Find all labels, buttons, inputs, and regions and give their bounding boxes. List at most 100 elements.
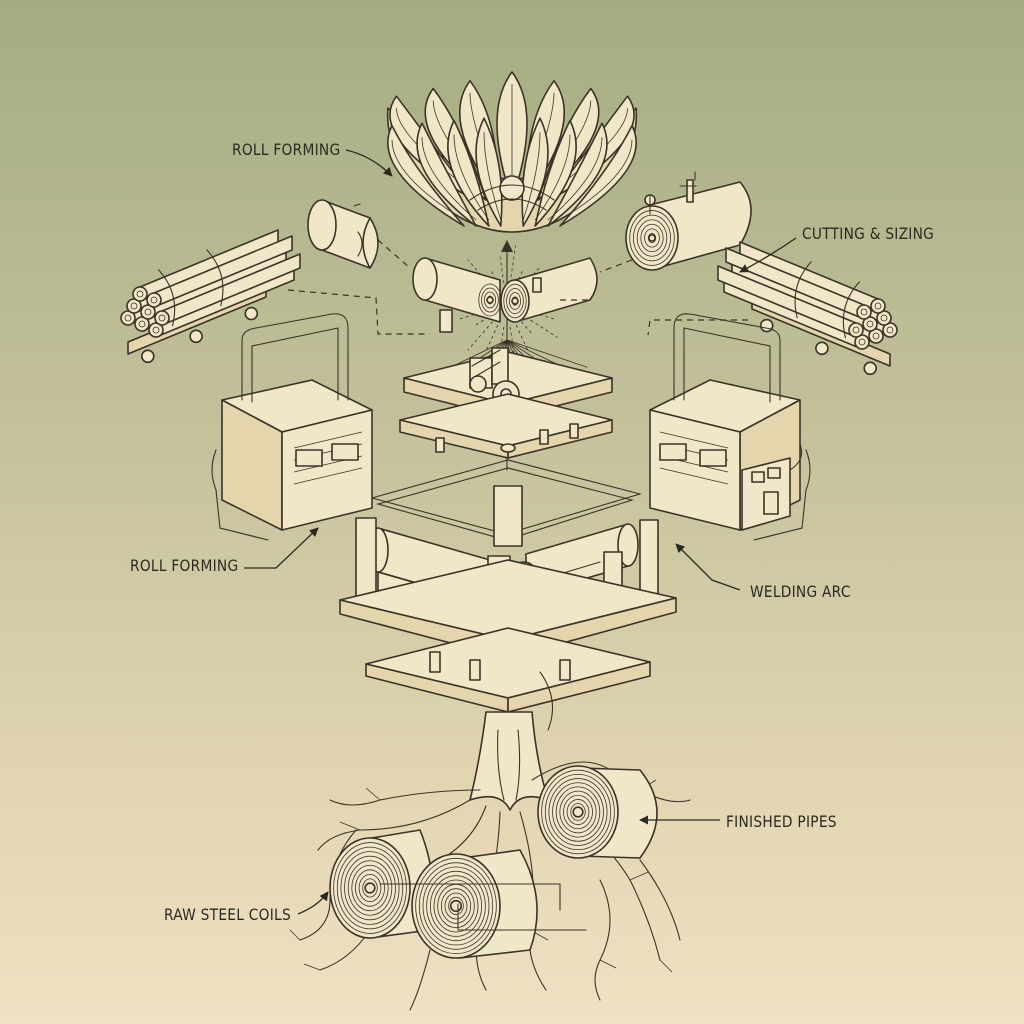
cart-wheel: [244, 306, 259, 321]
pipe-bore: [886, 326, 894, 334]
machine-cable: [753, 449, 811, 541]
bundle-strap: [842, 281, 861, 339]
root: [531, 761, 611, 781]
machine-roller-line: [293, 467, 363, 485]
lotus-petal-vein: [453, 134, 490, 221]
machine-arch: [673, 313, 781, 401]
label-roll-forming-left: ROLL FORMING: [130, 556, 239, 575]
coil-core: [511, 297, 519, 305]
center-right-roller: [500, 257, 598, 323]
machine-block: [295, 449, 323, 467]
coil-ring: [483, 291, 496, 309]
pipe-end: [870, 298, 886, 314]
lotus-petal-front: [534, 119, 577, 227]
side-machine-right: [649, 313, 811, 541]
coil-ring: [415, 857, 497, 955]
coil-ring: [555, 786, 601, 838]
machine-roller-line: [659, 467, 729, 485]
coil-ring: [548, 778, 608, 846]
coil-ring: [629, 210, 675, 266]
cart-wheel: [759, 318, 774, 333]
lotus-petal-vein: [483, 132, 502, 221]
pipe-bore: [866, 320, 874, 328]
machine-front: [649, 409, 741, 531]
coil-ring: [552, 782, 604, 842]
pipe-bore: [860, 308, 868, 316]
coil-ring: [358, 873, 382, 903]
root: [317, 799, 471, 851]
root-twig: [339, 821, 361, 831]
axis-arrow: [501, 240, 513, 252]
root-twig: [629, 871, 649, 881]
panel-cable: [789, 443, 803, 471]
pipe-end: [146, 292, 162, 308]
root: [329, 789, 481, 806]
machine-roller-line: [659, 431, 729, 449]
cart-wheel: [863, 361, 878, 376]
label-finished-pipes: FINISHED PIPES: [726, 812, 837, 831]
pipe-bore: [858, 338, 866, 346]
pipe-end: [876, 310, 892, 326]
pipe-bore: [130, 302, 138, 310]
steel-coils: [329, 765, 658, 959]
pipe-bore: [158, 314, 166, 322]
pipe-bore: [874, 302, 882, 310]
spark-ray: [485, 324, 499, 351]
root-twig: [599, 959, 617, 969]
pipe-end: [862, 316, 878, 332]
label-roll-forming-top: ROLL FORMING: [232, 140, 341, 159]
lotus-petal-vein: [522, 132, 541, 221]
pipe-bore: [152, 326, 160, 334]
lotus-petal-vein: [559, 139, 633, 221]
coil-ring: [340, 851, 400, 925]
flow-dashed-lines: [287, 239, 748, 336]
spark-ray: [509, 245, 516, 284]
coil-ring: [570, 803, 586, 821]
coil-ring: [541, 769, 615, 855]
coil-ring: [426, 870, 486, 942]
coil-core: [486, 296, 494, 304]
coil-ring: [333, 842, 407, 934]
spark-ray: [527, 310, 556, 320]
spark-ray: [458, 310, 487, 320]
welding-head-plate: [403, 347, 613, 419]
spark-ray: [467, 321, 493, 351]
middle-plate: [399, 393, 613, 459]
machine-block: [699, 449, 727, 467]
coil-ring: [644, 228, 660, 248]
pipe-end: [868, 328, 884, 344]
coil-ring: [448, 896, 464, 916]
cart-wheel: [815, 341, 829, 356]
spark-ray: [521, 321, 534, 336]
pipe-bundle-right: [717, 241, 898, 376]
coil-ring: [347, 860, 393, 916]
coil-ring: [563, 794, 593, 830]
spark-ray: [500, 326, 505, 345]
lotus-petal-vein: [391, 139, 465, 221]
root-twig: [659, 959, 673, 973]
bundle-strap: [206, 249, 224, 307]
coil-ring: [440, 888, 472, 924]
pipe-bore: [136, 290, 144, 298]
lotus-petal-front: [547, 122, 608, 227]
coil-ring: [559, 790, 597, 834]
pipe-end: [154, 310, 170, 326]
bundle-strap: [157, 269, 176, 327]
coil-ring: [433, 879, 479, 933]
pipe-bore: [852, 326, 860, 334]
spark-ray: [525, 316, 558, 338]
coil-ring: [506, 287, 524, 314]
pipe-end: [140, 304, 156, 320]
lotus-petal-front: [447, 119, 490, 227]
coil-ring: [544, 773, 612, 851]
label-raw-steel-coils: RAW STEEL COILS: [164, 905, 291, 924]
machine-front: [281, 409, 373, 531]
bundle-strap: [794, 261, 812, 319]
pipe-end: [882, 322, 898, 338]
coil-ring: [508, 292, 521, 310]
pipe-bore: [880, 314, 888, 322]
coil-ring: [336, 846, 404, 930]
coil-ring: [481, 287, 499, 313]
coil-ring: [503, 283, 527, 319]
